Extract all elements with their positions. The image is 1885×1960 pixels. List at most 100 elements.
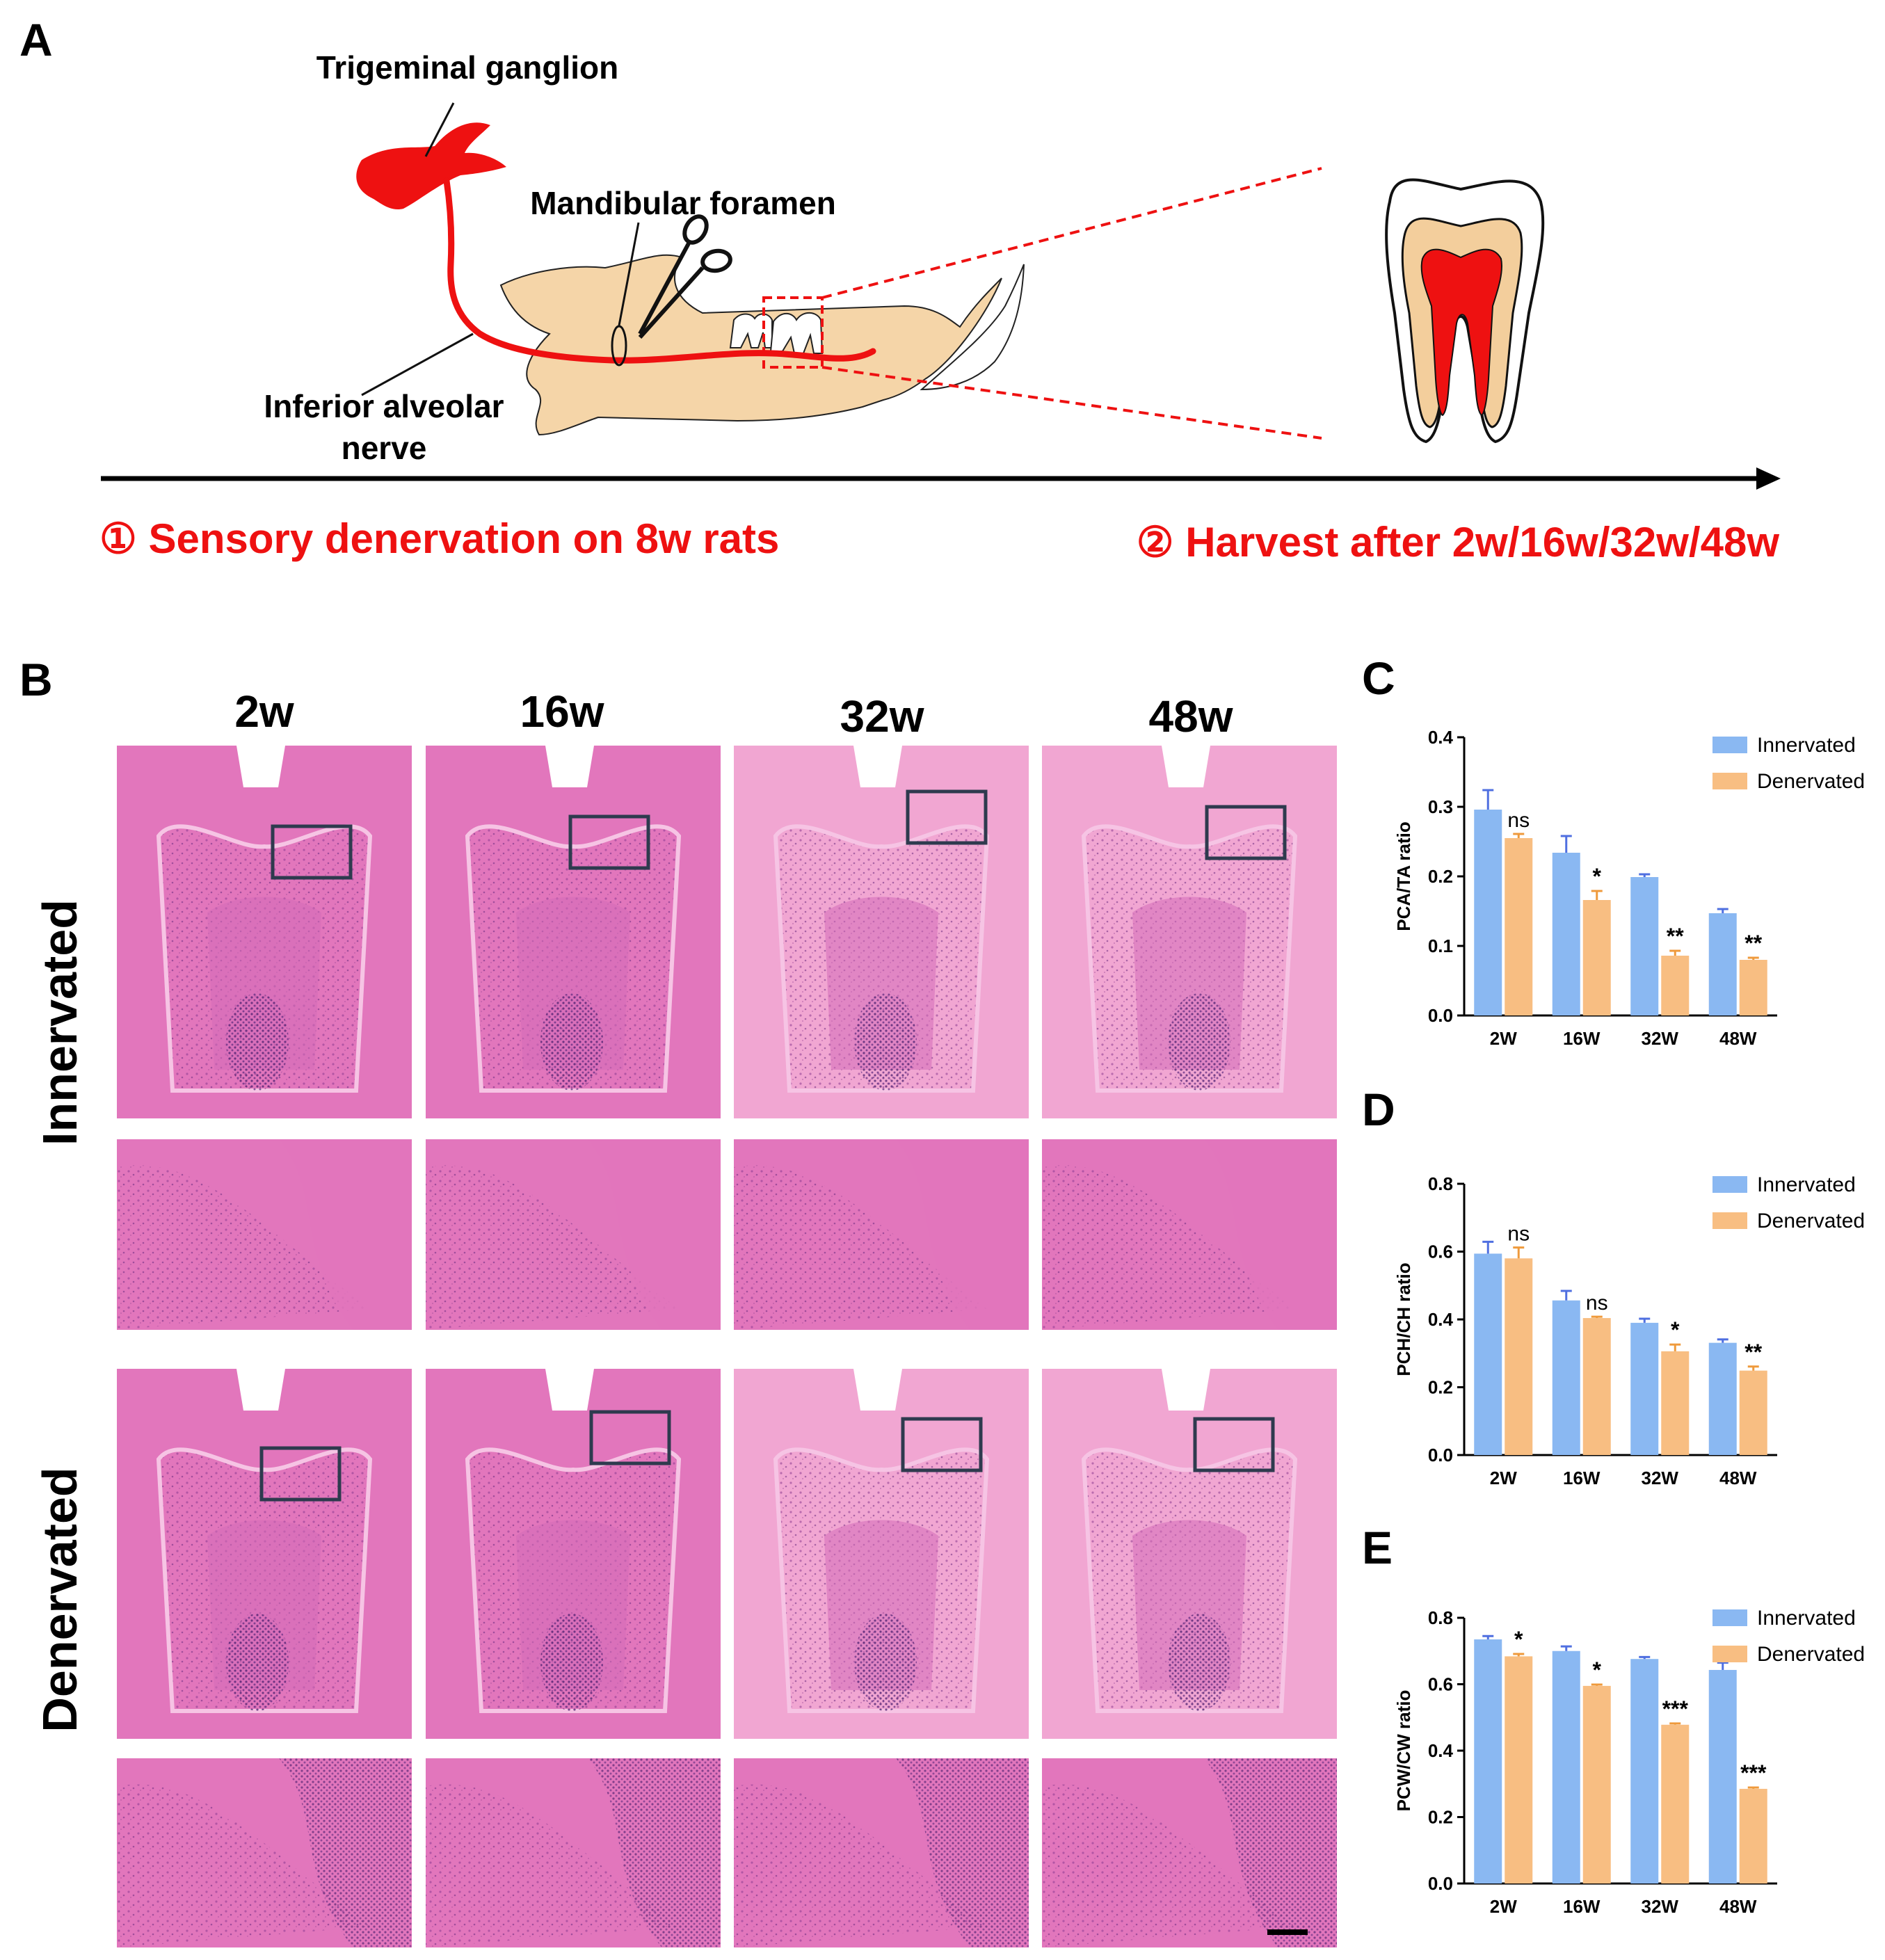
x-tick-label: 32W [1642,1028,1679,1049]
step-1-label: ① Sensory denervation on 8w rats [99,515,779,562]
legend-swatch-innervated [1712,737,1747,753]
legend-label-innervated: Innervated [1757,1173,1856,1196]
label-trigeminal-ganglion: Trigeminal ganglion [316,49,618,86]
mandibular-foramen-icon [611,325,627,367]
micrograph-detail-denervated-32w [734,1758,1029,1947]
panel-d-letter: D [1362,1084,1395,1135]
y-axis-label: PCH/CH ratio [1393,1262,1414,1376]
panel-e-letter: E [1362,1522,1393,1573]
y-tick-label: 0.1 [1428,935,1453,956]
micrograph-overview-innervated-48w [1042,746,1337,1118]
col-label-32w: 32w [840,691,924,741]
micrograph-grid [117,746,1337,1947]
bar-denervated-2W [1505,1258,1533,1455]
col-label-48w: 48w [1149,691,1233,741]
legend-swatch-denervated [1712,1212,1747,1229]
x-tick-label: 48W [1719,1028,1757,1049]
y-tick-label: 0.3 [1428,796,1453,817]
y-tick-label: 0.2 [1428,866,1453,887]
label-inferior-alveolar-line2: nerve [342,430,427,466]
label-mandibular-foramen: Mandibular foramen [530,185,836,221]
micrograph-overview-innervated-2w [117,746,412,1118]
micrograph-detail-innervated-16w [426,1139,721,1330]
panel-a-letter: A [19,14,53,65]
bar-denervated-32W [1661,1724,1690,1883]
legend-label-innervated: Innervated [1757,734,1856,757]
micrograph-detail-denervated-48w [1042,1758,1337,1947]
legend-swatch-denervated [1712,773,1747,789]
bar-denervated-32W [1661,956,1690,1015]
bar-innervated-48W [1708,1342,1737,1455]
y-tick-label: 0.4 [1428,727,1454,748]
y-tick-label: 0.4 [1428,1309,1454,1330]
legend-label-denervated: Denervated [1757,1210,1865,1232]
significance-label: ns [1586,1292,1608,1315]
micrograph-detail-denervated-16w [426,1758,721,1947]
y-tick-label: 0.6 [1428,1674,1453,1695]
label-inferior-alveolar-line1: Inferior alveolar [264,388,504,424]
bar-innervated-2W [1474,1253,1502,1455]
y-tick-label: 0.2 [1428,1377,1453,1398]
y-tick-label: 0.2 [1428,1807,1453,1828]
tooth-icon [1385,178,1545,444]
scale-bar [1267,1929,1308,1935]
legend-label-denervated: Denervated [1757,1643,1865,1666]
significance-label: ** [1744,931,1762,956]
micrograph-overview-denervated-48w [1042,1369,1337,1739]
bar-innervated-48W [1708,1669,1737,1883]
micrograph-detail-innervated-48w [1042,1139,1337,1330]
zoom-line-bottom [821,366,1322,440]
legend-swatch-innervated [1712,1176,1747,1193]
bar-denervated-48W [1739,1788,1767,1883]
panel-a: A Trigeminal ganglion M [19,14,1781,565]
x-tick-label: 2W [1490,1028,1517,1049]
y-tick-label: 0.0 [1428,1005,1453,1026]
scissors-icon [638,214,732,339]
bar-denervated-2W [1505,838,1533,1015]
bar-denervated-16W [1582,900,1611,1015]
micrograph-overview-denervated-2w [117,1369,412,1739]
bar-innervated-2W [1474,1639,1502,1883]
significance-label: ** [1744,1340,1762,1365]
y-axis-label: PCW/CW ratio [1393,1690,1414,1812]
micrograph-overview-denervated-32w [734,1369,1029,1739]
roi-box [901,1417,983,1472]
y-tick-label: 0.8 [1428,1173,1453,1194]
roi-box [271,824,353,880]
significance-label: ** [1667,924,1684,949]
bar-innervated-16W [1552,1650,1580,1883]
x-tick-label: 16W [1563,1028,1601,1049]
molars-icon [729,312,824,354]
x-tick-label: 32W [1642,1896,1679,1917]
micrograph-detail-innervated-2w [117,1139,412,1330]
roi-box [1205,805,1287,860]
y-tick-label: 0.6 [1428,1242,1453,1262]
inferior-alveolar-nerve-icon [443,177,876,364]
x-tick-label: 16W [1563,1468,1601,1488]
bar-innervated-16W [1552,1300,1580,1455]
x-tick-label: 48W [1719,1468,1757,1488]
y-tick-label: 0.8 [1428,1607,1453,1628]
y-tick-label: 0.4 [1428,1740,1454,1761]
leader-inferior-alveolar [361,332,474,396]
bar-innervated-32W [1630,1322,1659,1455]
bar-denervated-32W [1661,1351,1690,1455]
significance-label: * [1514,1627,1523,1652]
bar-innervated-2W [1474,810,1502,1015]
leader-trigeminal [424,102,455,157]
timeline-arrowhead [1756,467,1781,490]
row-label-innervated: Innervated [33,899,87,1146]
trigeminal-ganglion-icon [356,122,506,210]
roi-box [1193,1417,1275,1472]
legend-swatch-innervated [1712,1609,1747,1626]
bar-innervated-32W [1630,1659,1659,1883]
bar-innervated-16W [1552,853,1580,1015]
significance-label: * [1593,864,1602,889]
micrograph-overview-innervated-16w [426,746,721,1118]
leader-foramen [618,222,640,326]
y-tick-label: 0.0 [1428,1445,1453,1465]
